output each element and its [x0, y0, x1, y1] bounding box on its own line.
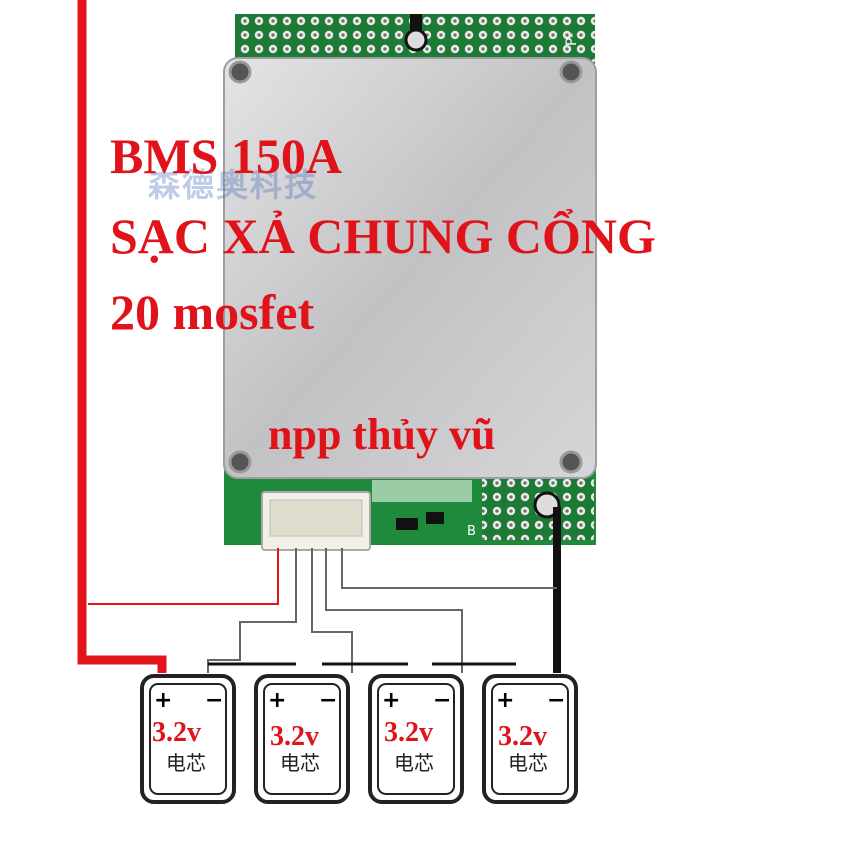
cell-voltage-label: 3.2v — [498, 721, 547, 752]
balance-wire — [341, 548, 557, 589]
product-subtitle: SẠC XẢ CHUNG CỔNG — [110, 208, 656, 264]
cell-minus-terminal: − — [319, 688, 338, 713]
pcb-resistor — [396, 518, 418, 530]
balance-wire — [207, 548, 297, 673]
screw-icon — [559, 450, 583, 474]
cell-minus-terminal: − — [205, 688, 224, 713]
battery-cell-2 — [254, 674, 350, 804]
cell-voltage-label: 3.2v — [152, 717, 201, 748]
mosfet-count-label: 20 mosfet — [110, 284, 315, 340]
pcb-resistor — [426, 512, 444, 524]
battery-positive-wire — [77, 0, 167, 673]
cell-minus-terminal: − — [547, 688, 566, 713]
cell-plus-terminal: + — [496, 688, 515, 713]
cell-minus-terminal: − — [433, 688, 452, 713]
cell-name-label: 电芯 — [394, 751, 434, 775]
battery-cell-3 — [368, 674, 464, 804]
balance-wire-red — [88, 548, 279, 605]
balance-connector-slot — [269, 499, 363, 537]
battery-cell-1 — [140, 674, 236, 804]
cell-voltage-label: 3.2v — [384, 717, 433, 748]
product-title: BMS 150A — [110, 128, 342, 184]
cell-plus-terminal: + — [268, 688, 287, 713]
balance-wire — [311, 548, 353, 673]
screw-icon — [228, 60, 252, 84]
cell-voltage-label: 3.2v — [270, 721, 319, 752]
screw-icon — [228, 450, 252, 474]
cell-plus-terminal: + — [382, 688, 401, 713]
watermark-text: 森德奥科技 — [148, 166, 319, 204]
screw-icon — [559, 60, 583, 84]
cell-name-label: 电芯 — [508, 751, 548, 775]
board-b-label: B — [467, 524, 476, 539]
cell-name-label: 电芯 — [280, 751, 320, 775]
p-minus-pin-label: P- — [564, 33, 580, 46]
distributor-label: npp thủy vũ — [268, 410, 496, 459]
aluminium-heatsink — [223, 57, 597, 479]
balance-wire — [325, 548, 463, 673]
pcb-component — [372, 480, 472, 502]
cell-plus-terminal: + — [154, 688, 173, 713]
cell-name-label: 电芯 — [166, 751, 206, 775]
battery-cell-4 — [482, 674, 578, 804]
p-minus-solder-pad — [404, 28, 428, 52]
